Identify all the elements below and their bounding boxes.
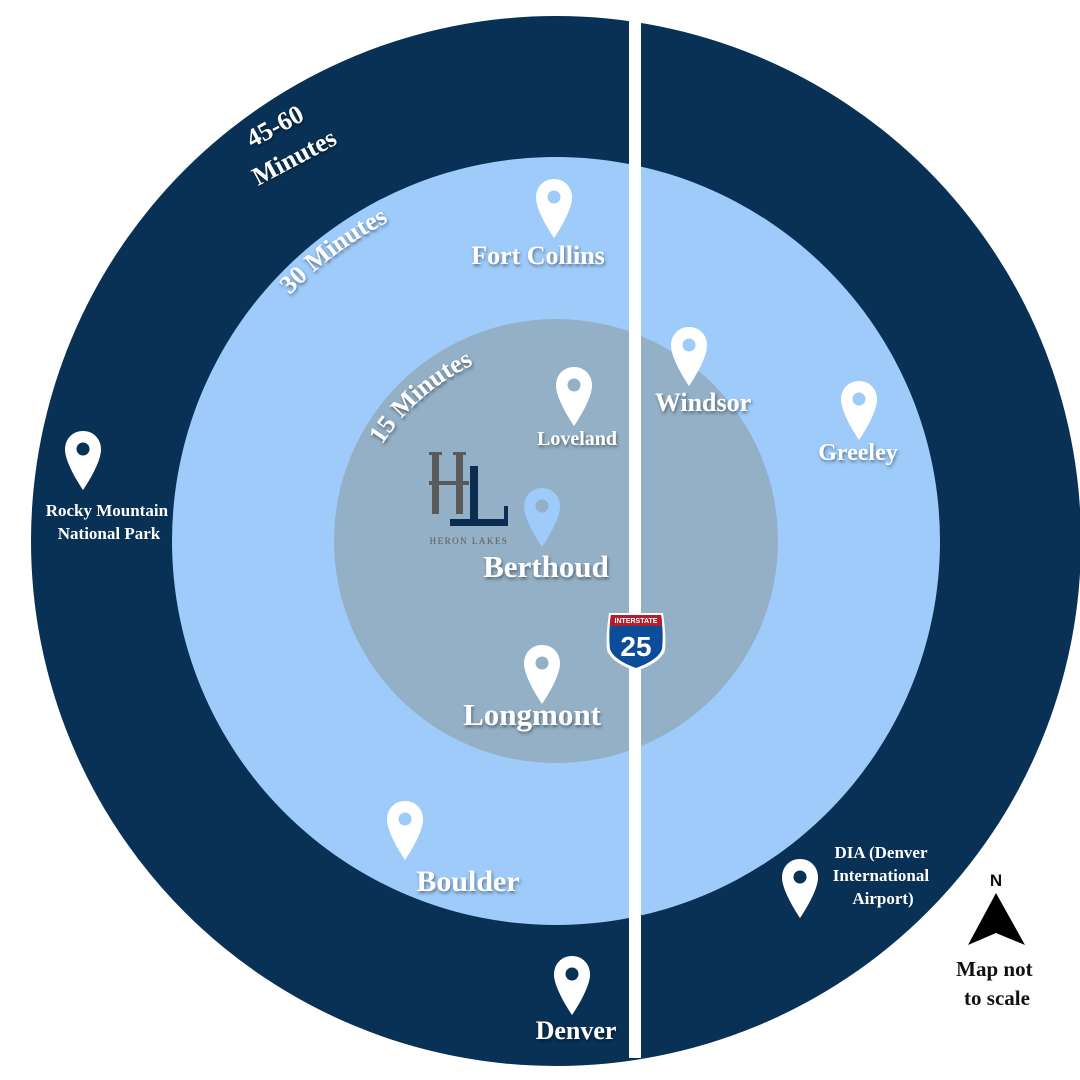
logo-name: HERON LAKES	[430, 536, 509, 546]
label-windsor: Windsor	[655, 388, 751, 417]
label-dia-line1: DIA (Denver	[835, 843, 928, 862]
map-scale-note-line2: to scale	[964, 986, 1030, 1010]
label-boulder: Boulder	[416, 865, 519, 898]
label-rmnp-line2: National Park	[58, 524, 161, 543]
shield-header-text: INTERSTATE	[615, 618, 658, 625]
label-fort-collins: Fort Collins	[471, 241, 605, 270]
label-berthoud: Berthoud	[483, 549, 609, 584]
label-dia-line3: Airport)	[852, 889, 913, 908]
label-rmnp: Rocky Mountain National Park	[46, 501, 173, 543]
heron-lakes-logo: HERON LAKES	[429, 452, 508, 546]
inner-ring-15min	[334, 319, 778, 763]
label-loveland: Loveland	[537, 428, 617, 450]
label-denver: Denver	[536, 1016, 617, 1045]
label-rmnp-line1: Rocky Mountain	[46, 501, 169, 520]
shield-number-text: 25	[620, 631, 651, 662]
label-dia-line2: International	[833, 866, 930, 885]
compass-letter: N	[990, 871, 1002, 890]
interstate-25-road	[629, 18, 641, 1058]
interstate-25-shield-icon: INTERSTATE 25	[606, 613, 666, 671]
map-scale-note: Map not to scale	[956, 957, 1038, 1010]
label-greeley: Greeley	[818, 440, 898, 466]
north-arrow-icon: N	[968, 871, 1025, 945]
label-longmont: Longmont	[463, 697, 601, 732]
label-dia: DIA (Denver International Airport)	[833, 843, 934, 908]
map-scale-note-line1: Map not	[956, 957, 1032, 981]
